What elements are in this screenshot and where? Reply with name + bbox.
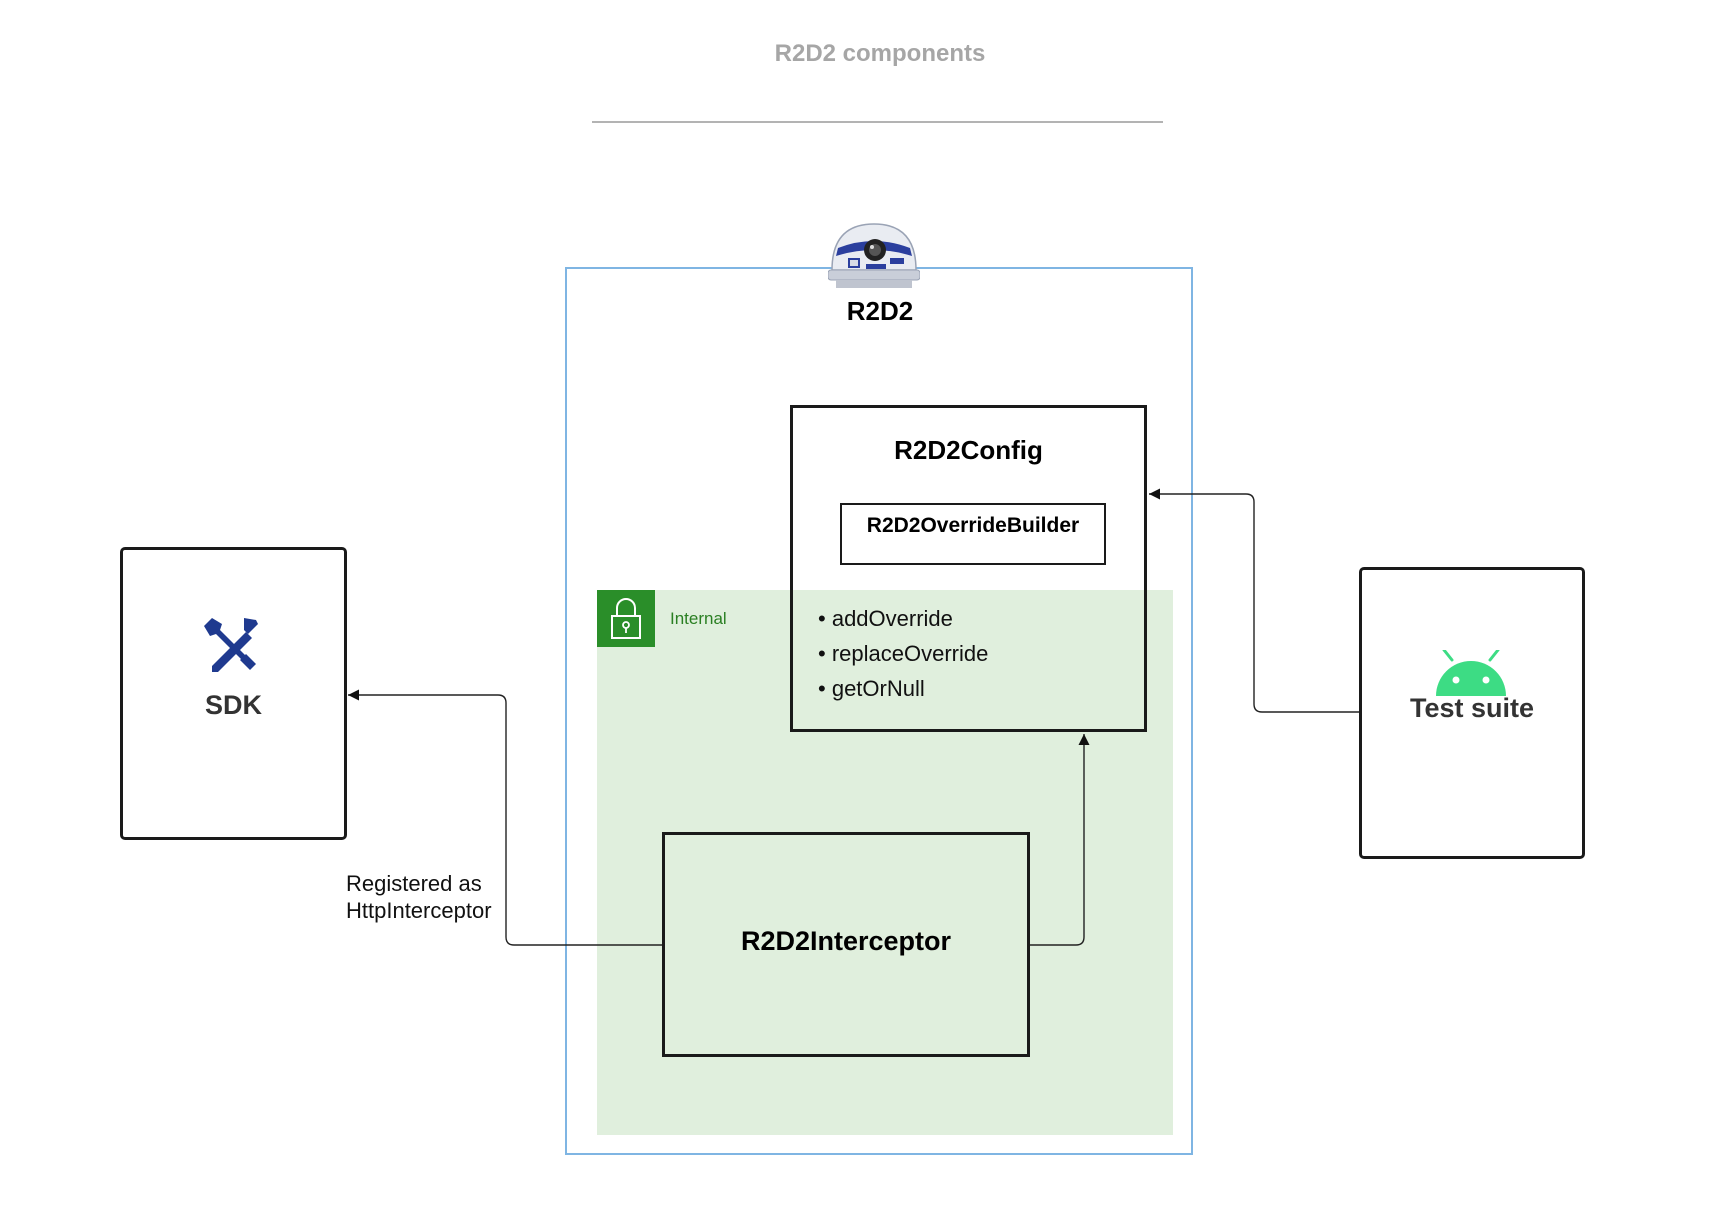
method-list-item: • addOverride: [818, 606, 953, 632]
diagram-title: R2D2 components: [774, 40, 986, 67]
edge-suite-to-config: [1149, 488, 1359, 713]
bullet: •: [818, 676, 826, 701]
title-divider: [592, 121, 1163, 123]
method-add-override: addOverride: [831, 606, 953, 631]
bullet: •: [818, 641, 826, 666]
bullet: •: [818, 606, 826, 631]
r2d2overridebuilder-box[interactable]: [840, 503, 1106, 565]
edge-label-line-1: Registered as: [346, 871, 482, 896]
sdk-label: SDK: [204, 690, 262, 720]
sdk-box[interactable]: [120, 547, 347, 840]
r2d2interceptor-box[interactable]: [662, 832, 1030, 1057]
internal-label: Internal: [670, 609, 727, 628]
edge-interceptor-to-config: [1030, 734, 1090, 946]
r2d2config-title: R2D2Config: [894, 435, 1043, 465]
method-get-or-null: getOrNull: [831, 676, 925, 701]
r2d2-group-label: R2D2: [846, 296, 914, 326]
r2d2-head-icon: [827, 220, 921, 292]
internal-zone[interactable]: [597, 590, 1173, 1135]
tools-icon: [200, 614, 264, 678]
android-icon: [1432, 648, 1510, 696]
edge-label-registered: Registered as HttpInterceptor: [346, 870, 492, 924]
edge-interceptor-to-sdk: [348, 689, 662, 946]
edge-label-line-2: HttpInterceptor: [346, 898, 492, 923]
method-list-item: • replaceOverride: [818, 641, 988, 667]
r2d2config-box[interactable]: [790, 405, 1147, 732]
lock-icon: [597, 590, 655, 647]
test-suite-box[interactable]: [1359, 567, 1585, 859]
method-list-item: • getOrNull: [818, 676, 925, 702]
r2d2overridebuilder-label: R2D2OverrideBuilder: [866, 514, 1080, 537]
r2d2interceptor-label: R2D2Interceptor: [740, 926, 952, 956]
test-suite-label: Test suite: [1409, 693, 1535, 723]
method-replace-override: replaceOverride: [831, 641, 989, 666]
